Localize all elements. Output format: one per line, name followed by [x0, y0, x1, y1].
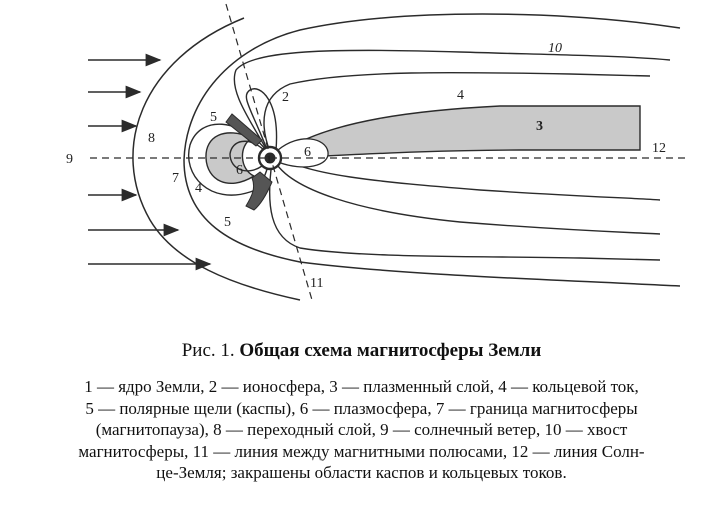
label-11: 11	[310, 276, 323, 291]
label-6-night: 6	[304, 145, 311, 160]
figure-caption: Рис. 1. Общая схема магнитосферы Земли	[0, 340, 723, 362]
label-9: 9	[66, 152, 73, 167]
legend-line: 5 — полярные щели (каспы), 6 — плазмосфе…	[85, 398, 638, 418]
label-6-day: 6	[236, 163, 243, 178]
label-10: 10	[548, 41, 562, 56]
figure-title: Общая схема магнитосферы Земли	[239, 340, 542, 361]
legend-line: (магнитопауза), 8 — переходный слой, 9 —…	[95, 420, 628, 439]
cusp-north	[225, 113, 263, 147]
label-4-ring: 4	[195, 181, 202, 196]
figure-legend: 1 — ядро Земли, 2 — ионосфера, 3 — плазм…	[8, 376, 715, 484]
label-2: 2	[282, 90, 289, 105]
label-5-south: 5	[224, 215, 231, 230]
label-4: 4	[457, 88, 464, 103]
legend-line: 1 — ядро Земли, 2 — ионосфера, 3 — плазм…	[84, 377, 639, 396]
label-1: 1	[266, 152, 272, 166]
label-3: 3	[536, 119, 543, 134]
legend-line: це-Земля; закрашены области каспов и кол…	[156, 463, 567, 482]
bow-shock-boundary	[132, 17, 301, 301]
legend-line: магнитосферы, 11 — линия между магнитным…	[78, 441, 645, 461]
label-8: 8	[148, 131, 155, 146]
magnetopause-boundary	[183, 13, 681, 287]
cusp-south	[245, 171, 273, 211]
plasmasphere-region	[277, 138, 329, 168]
label-12: 12	[652, 141, 666, 156]
tail-field-lines	[233, 49, 671, 261]
label-7: 7	[172, 171, 179, 186]
label-5-north: 5	[210, 110, 217, 125]
magnetosphere-diagram: 1 2 3 4 4 5 5 6 6 7 8 9 10 11 12	[66, 3, 690, 301]
plasma-sheet-region	[281, 105, 641, 159]
solar-wind-arrows	[88, 53, 212, 271]
magnetic-pole-line	[225, 3, 313, 301]
figure-number: Рис. 1.	[181, 340, 235, 361]
